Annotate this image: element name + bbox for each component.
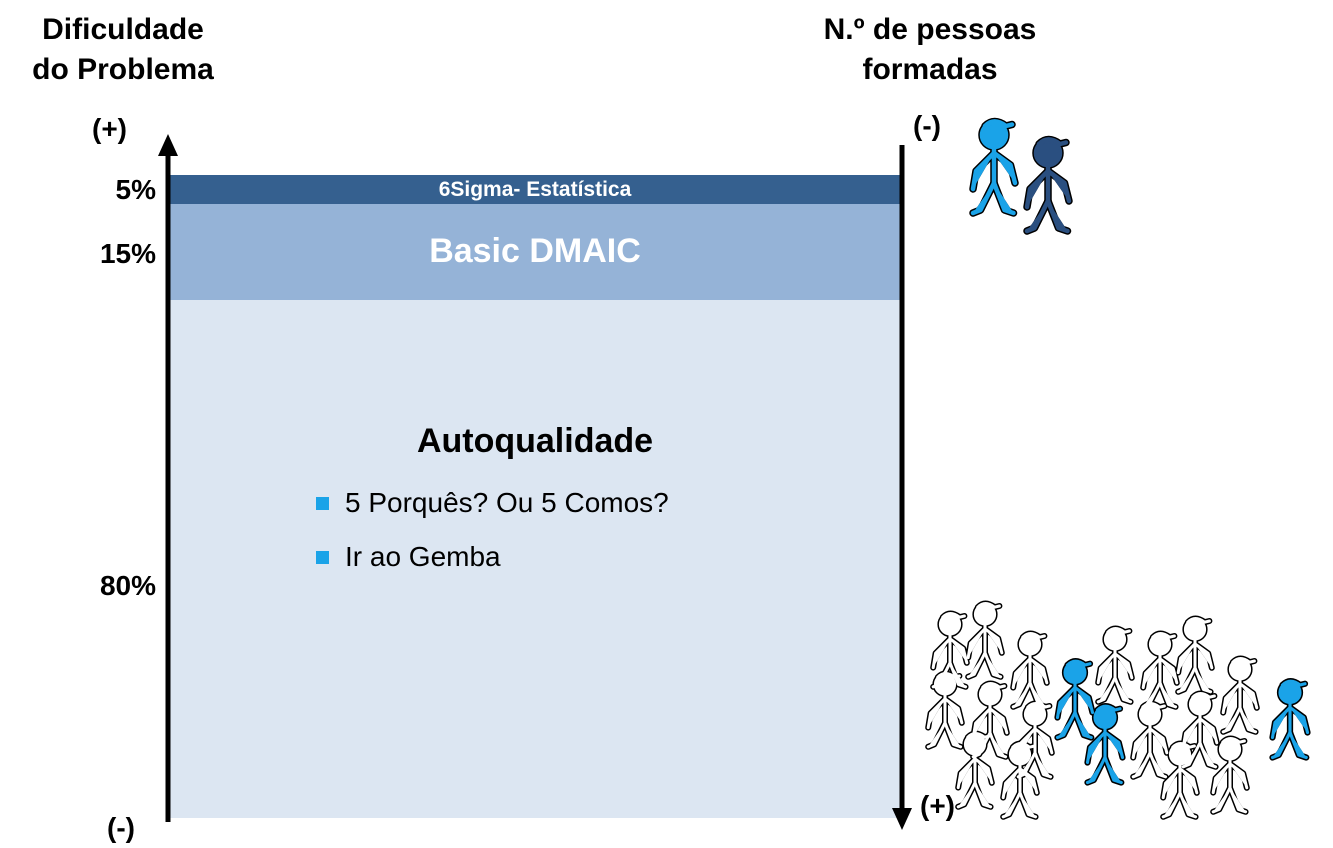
pct-15: 15% [99, 238, 156, 269]
bullet-square-icon [316, 550, 329, 564]
sigma-band-label: 6Sigma- Estatística [438, 178, 632, 201]
left-axis-title-line1: Dificuldade [42, 13, 204, 46]
right-axis-title-line2: formadas [862, 53, 998, 86]
autoqualidade-title: Autoqualidade [416, 422, 654, 460]
left-axis-arrow [158, 134, 178, 822]
sigma-band: 6Sigma- Estatística [168, 175, 902, 204]
right-axis-title-line1: N.º de pessoas [823, 13, 1037, 46]
crowd-figures-icon [928, 604, 1307, 817]
bullet-text: Ir ao Gemba [345, 541, 501, 572]
bullet-text: 5 Porquês? Ou 5 Comos? [345, 487, 669, 518]
autoqualidade-band: Autoqualidade 5 Porquês? Ou 5 Comos? Ir … [168, 300, 902, 818]
basic-dmaic-band: Basic DMAIC [168, 204, 902, 300]
left-axis-top-sign: (+) [92, 113, 127, 144]
autoqualidade-bullets: 5 Porquês? Ou 5 Comos? Ir ao Gemba [316, 488, 669, 596]
right-axis-title: N.º de pessoas formadas [780, 10, 1080, 90]
right-axis-bottom-sign: (+) [920, 790, 955, 821]
two-people-figures-icon [973, 122, 1069, 232]
left-axis-title-line2: do Problema [32, 53, 214, 86]
bullet-item: Ir ao Gemba [316, 542, 669, 572]
right-axis-top-sign: (-) [913, 110, 941, 141]
bullet-item: 5 Porquês? Ou 5 Comos? [316, 488, 669, 518]
bullet-square-icon [316, 496, 329, 510]
pct-80: 80% [99, 570, 156, 601]
left-axis-title: Dificuldade do Problema [8, 10, 238, 90]
basic-dmaic-label: Basic DMAIC [429, 232, 641, 270]
right-axis-arrow [892, 145, 912, 830]
left-axis-bottom-sign: (-) [107, 812, 135, 843]
pct-5: 5% [115, 174, 156, 205]
